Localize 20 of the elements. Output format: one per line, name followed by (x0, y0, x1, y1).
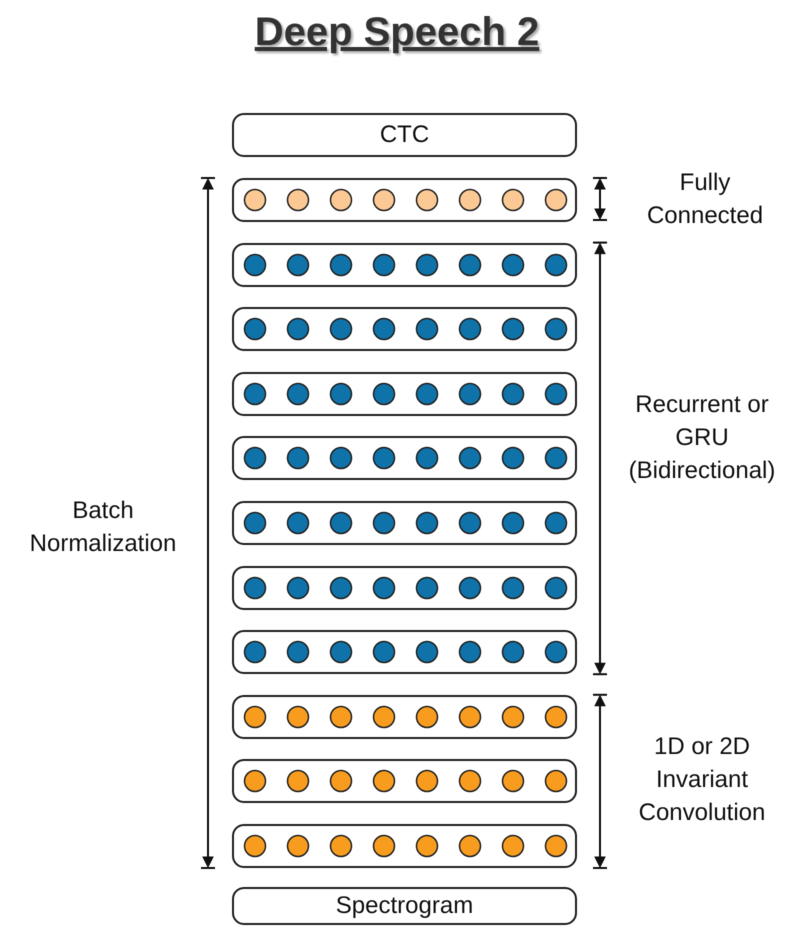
layer-bar (232, 178, 577, 222)
layer-bar (232, 630, 577, 674)
layer-bar (232, 372, 577, 416)
layer-group-label: Batch Normalization (28, 496, 178, 559)
layer-group-label: Fully Connected (646, 168, 764, 231)
layer-bar (232, 242, 577, 287)
layer-bar (232, 436, 577, 480)
layer-bar (232, 501, 577, 545)
layer-box (232, 887, 577, 925)
layer-bar (232, 566, 577, 610)
title: Deep Speech 2 (254, 10, 540, 54)
layer-box (232, 113, 577, 157)
layer-label: Spectrogram (336, 892, 474, 920)
layer-bar (232, 694, 577, 739)
layer-bar (232, 307, 577, 352)
layer-label: CTC (380, 121, 430, 149)
layer-bar (232, 824, 577, 868)
layer-group-label: 1D or 2D Invariant Convolution (638, 732, 766, 828)
layer-bar (232, 759, 577, 804)
layer-group-label: Recurrent or GRU (Bidirectional) (628, 390, 776, 486)
